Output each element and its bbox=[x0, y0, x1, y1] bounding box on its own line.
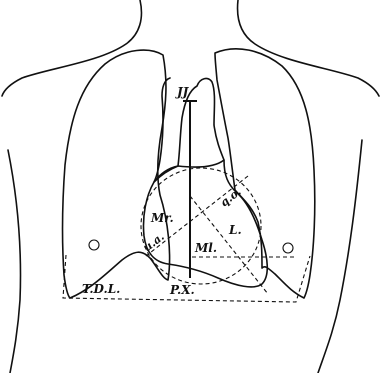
label-ua: u.a. bbox=[141, 230, 167, 254]
left-nipple-circle bbox=[89, 240, 99, 250]
label-l: L. bbox=[228, 223, 242, 237]
label-jj: JJ bbox=[175, 85, 190, 99]
label-mr: Mr. bbox=[150, 211, 174, 225]
neck-left-outline bbox=[2, 0, 141, 96]
torso-right-outline bbox=[318, 140, 362, 373]
label-px: P.X. bbox=[169, 283, 195, 297]
torso-left-outline bbox=[8, 150, 21, 373]
right-lung-outline bbox=[215, 49, 315, 298]
right-nipple-circle bbox=[283, 243, 293, 253]
label-tdl: T.D.L. bbox=[82, 282, 120, 296]
label-ml: Ml. bbox=[194, 241, 217, 255]
neck-right-outline bbox=[238, 0, 379, 96]
label-qo: q.o. bbox=[218, 185, 244, 209]
